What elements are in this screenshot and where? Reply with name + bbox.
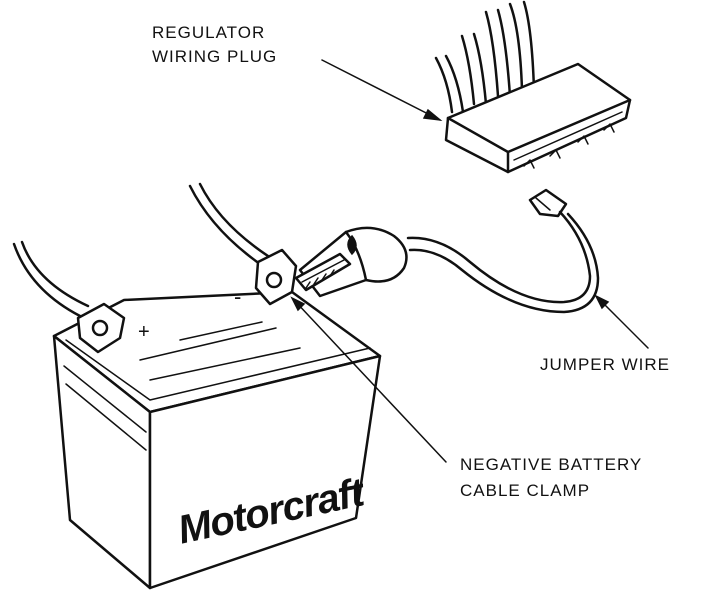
- negative-clamp-label-line2: CABLE CLAMP: [460, 481, 590, 500]
- negative-mark: -: [234, 284, 242, 309]
- leader-lines: [290, 59, 649, 463]
- positive-mark: +: [138, 321, 151, 343]
- regulator-wiring-plug: [434, 0, 632, 174]
- jumper-wire-label: JUMPER WIRE: [540, 355, 670, 374]
- jumper-wire: [294, 188, 600, 314]
- regulator-label-line1: REGULATOR: [152, 23, 265, 42]
- battery: + - Motorcraft: [12, 182, 382, 590]
- regulator-label-line2: WIRING PLUG: [152, 47, 277, 66]
- negative-clamp-label-line1: NEGATIVE BATTERY: [460, 455, 642, 474]
